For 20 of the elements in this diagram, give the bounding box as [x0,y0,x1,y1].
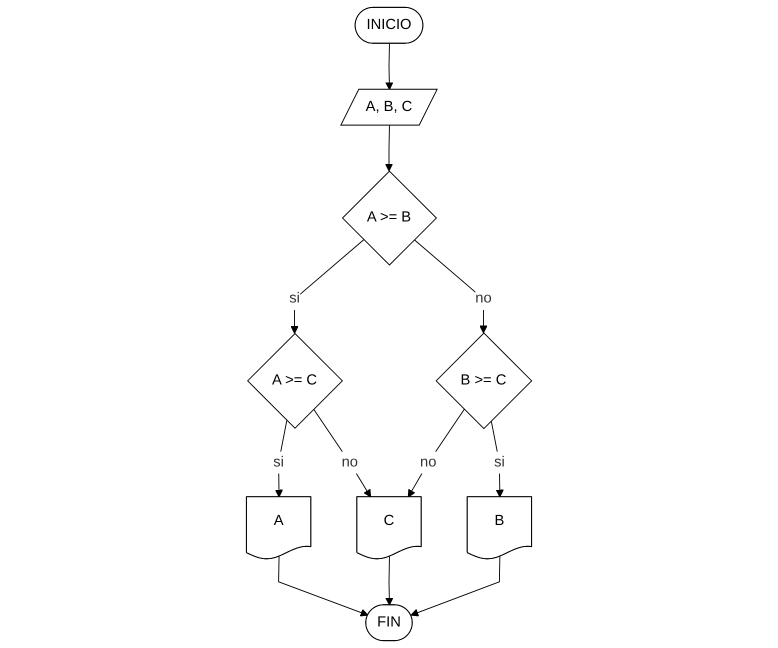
edge-label: no [475,290,492,306]
node-diamond: A >= C [246,332,343,429]
arrow [278,556,368,616]
arrow [290,239,364,334]
arrow [410,556,500,616]
arrow [408,408,465,498]
edge-label: no [420,454,436,470]
arrow [274,420,288,498]
edge-label: si [494,454,505,470]
arrow [384,125,394,172]
edge-label: no [342,454,358,470]
edge-label: si [289,290,300,306]
arrow [385,556,394,606]
arrow [385,43,394,90]
node-diamond: B >= C [435,332,532,430]
arrow [490,420,504,498]
arrow [414,239,488,334]
arrow [313,408,372,498]
node-diamond: A >= B [342,170,438,266]
edge-label: si [273,454,284,470]
